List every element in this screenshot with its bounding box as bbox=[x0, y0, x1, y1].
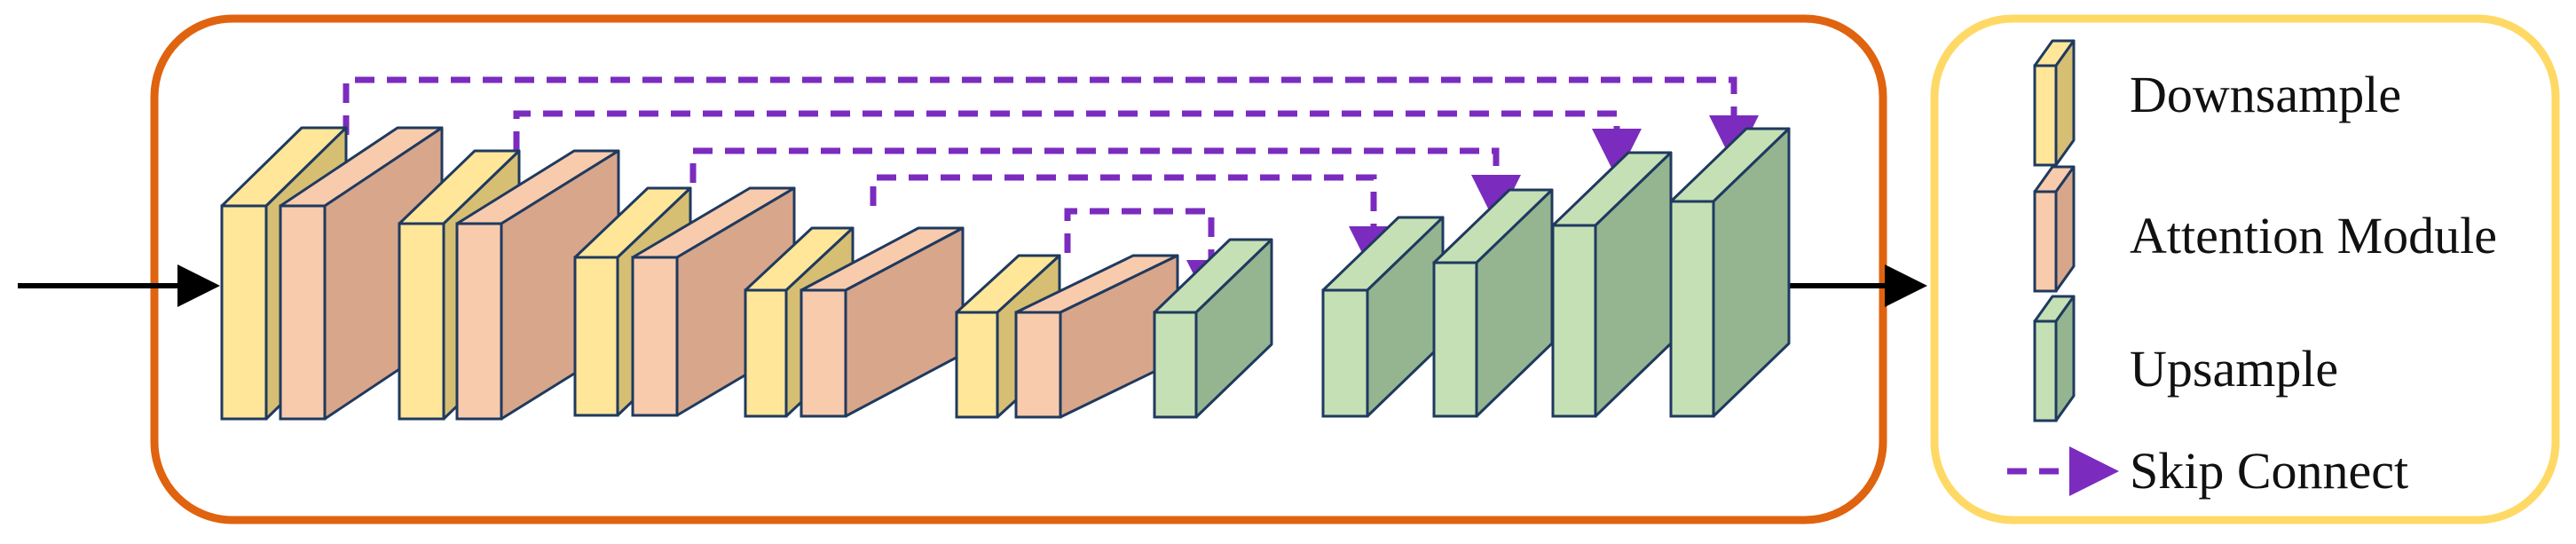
network-blocks bbox=[220, 126, 1791, 421]
skip-connection-1 bbox=[343, 76, 1759, 165]
skip-connection-3 bbox=[689, 147, 1521, 225]
legend-upsample-icon bbox=[2033, 295, 2076, 422]
decoder-upsample-block-4 bbox=[1551, 151, 1673, 418]
legend-frame bbox=[1930, 14, 2560, 524]
legend-downsample-icon bbox=[2033, 39, 2076, 167]
network-frame bbox=[150, 14, 1887, 524]
legend-icons bbox=[2007, 39, 2119, 496]
skip-connection-2 bbox=[513, 110, 1642, 178]
encoder-attention-block-4 bbox=[800, 226, 965, 418]
encoder-attention-block-5 bbox=[1014, 254, 1179, 419]
legend-label-attention: Attention Module bbox=[2130, 207, 2498, 264]
skip-connection-5 bbox=[1064, 208, 1236, 310]
skip-connection-4 bbox=[870, 174, 1398, 276]
legend-label-skip: Skip Connect bbox=[2130, 442, 2409, 500]
legend-attention-icon bbox=[2033, 165, 2076, 293]
skip-connections bbox=[343, 76, 1759, 310]
legend-label-downsample: Downsample bbox=[2130, 66, 2402, 123]
decoder-upsample-block-3 bbox=[1432, 188, 1554, 418]
decoder-upsample-block-5 bbox=[1669, 127, 1791, 418]
legend-label-upsample: Upsample bbox=[2130, 340, 2339, 398]
decoder-upsample-block-2 bbox=[1321, 216, 1445, 418]
decoder-upsample-block-1 bbox=[1153, 238, 1273, 419]
